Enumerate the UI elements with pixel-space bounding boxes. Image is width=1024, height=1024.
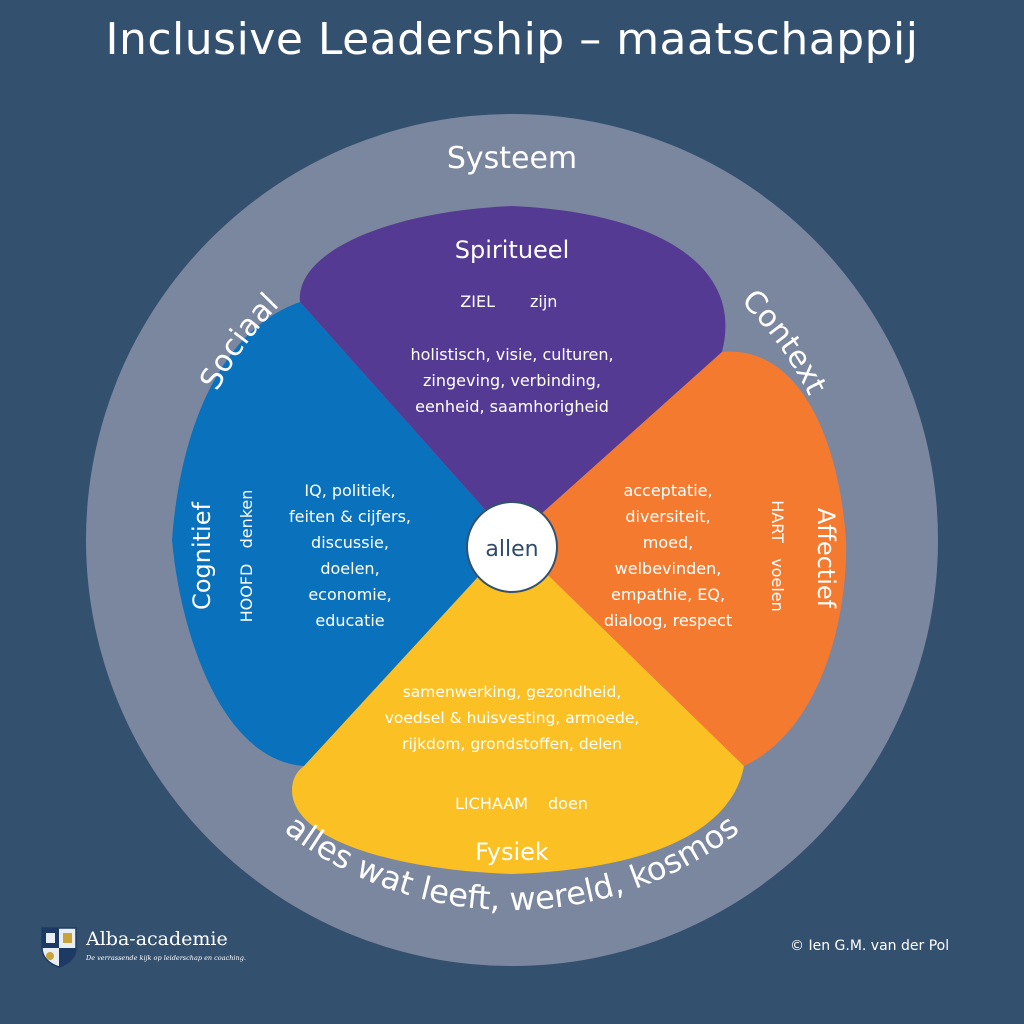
- petal-fysiek-line: rijkdom, grondstoffen, delen: [402, 735, 622, 753]
- brand-tagline: De verrassende kijk op leiderschap en co…: [86, 954, 246, 962]
- petal-fysiek-name: Fysiek: [475, 838, 549, 866]
- petal-spiritueel-organ: ZIEL: [460, 292, 495, 311]
- petal-cognitief-organ-verb: HOOFD denken: [237, 490, 256, 623]
- brand-name: Alba-academie: [86, 928, 228, 950]
- petal-cognitief-line: educatie: [315, 611, 384, 630]
- page-title: Inclusive Leadership – maatschappij: [105, 14, 919, 65]
- petal-cognitief: [172, 302, 512, 766]
- ring-label-systeem: Systeem: [447, 141, 577, 176]
- petal-spiritueel-name: Spiritueel: [455, 236, 570, 264]
- petal-spiritueel-line: zingeving, verbinding,: [423, 371, 601, 390]
- petal-affectief-line: moed,: [643, 533, 693, 552]
- petal-fysiek-verb: doen: [548, 794, 588, 813]
- center-label: allen: [485, 537, 538, 562]
- petal-affectief-name: Affectief: [812, 508, 840, 609]
- copyright-text: © Ien G.M. van der Pol: [790, 938, 950, 954]
- petal-fysiek-organ: LICHAAM: [455, 794, 528, 813]
- petal-cognitief-name: Cognitief: [188, 502, 216, 610]
- petal-cognitief-line: feiten & cijfers,: [289, 507, 411, 526]
- petal-affectief: [512, 351, 847, 766]
- petal-affectief-line: empathie, EQ,: [611, 585, 725, 604]
- petal-affectief-line: acceptatie,: [623, 481, 712, 500]
- brand-logo: Alba-academie De verrassende kijk op lei…: [40, 926, 246, 970]
- petal-spiritueel-line: holistisch, visie, culturen,: [410, 345, 613, 364]
- petal-spiritueel: [299, 206, 726, 540]
- petal-spiritueel-line: eenheid, saamhorigheid: [415, 397, 609, 416]
- petal-cognitief-line: IQ, politiek,: [304, 481, 395, 500]
- petal-affectief-line: dialoog, respect: [604, 611, 732, 630]
- petal-cognitief-line: economie,: [308, 585, 391, 604]
- petal-fysiek: [292, 540, 744, 874]
- petal-fysiek-line: samenwerking, gezondheid,: [403, 683, 622, 701]
- petal-affectief-line: welbevinden,: [615, 559, 722, 578]
- petal-affectief-line: diversiteit,: [625, 507, 710, 526]
- center-circle: [466, 501, 558, 593]
- petal-cognitief-line: doelen,: [320, 559, 379, 578]
- petal-spiritueel-verb: zijn: [530, 292, 557, 311]
- shield-logo-icon: [41, 927, 77, 968]
- petal-affectief-organ-verb: HART voelen: [768, 500, 787, 612]
- petal-cognitief-line: discussie,: [311, 533, 389, 552]
- petal-fysiek-line: voedsel & huisvesting, armoede,: [385, 709, 640, 727]
